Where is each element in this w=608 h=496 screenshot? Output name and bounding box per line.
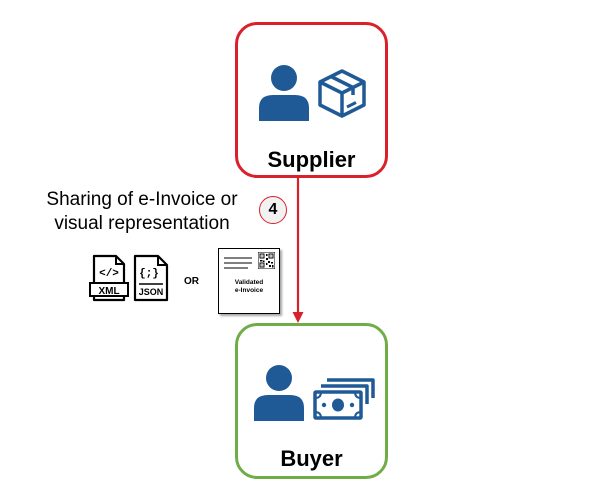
step-number-badge: 4 — [259, 196, 287, 224]
caption-line-1: Sharing of e-Invoice or — [46, 189, 238, 210]
invoice-doc-text: Validated e-Invoice — [219, 279, 279, 295]
qr-code-icon — [258, 252, 275, 269]
xml-label: XML — [98, 286, 119, 297]
caption-line-2: visual representation — [54, 213, 230, 234]
doc-line — [224, 267, 248, 269]
xml-file-icon: </> XML — [89, 254, 129, 302]
invoice-line-2: e-Invoice — [234, 287, 264, 294]
flow-caption: Sharing of e-Invoice or visual represent… — [22, 188, 262, 236]
buyer-label: Buyer — [280, 446, 343, 471]
doc-line — [224, 257, 252, 259]
svg-text:</>: </> — [99, 268, 119, 280]
cash-icon — [313, 378, 375, 420]
invoice-line-1: Validated — [234, 279, 264, 286]
validated-invoice-document: Validated e-Invoice — [218, 248, 280, 314]
person-icon — [259, 65, 309, 121]
doc-line — [224, 262, 252, 264]
or-label: OR — [184, 276, 199, 287]
package-box-icon — [318, 69, 366, 118]
person-icon — [254, 365, 304, 421]
json-file-icon: {;} JSON — [133, 254, 169, 302]
supplier-label: Supplier — [267, 147, 356, 172]
svg-text:{;}: {;} — [139, 268, 159, 280]
supplier-box: Supplier — [235, 22, 388, 178]
buyer-box: Buyer — [235, 323, 388, 479]
flow-arrow — [292, 176, 304, 323]
json-label: JSON — [139, 287, 164, 297]
